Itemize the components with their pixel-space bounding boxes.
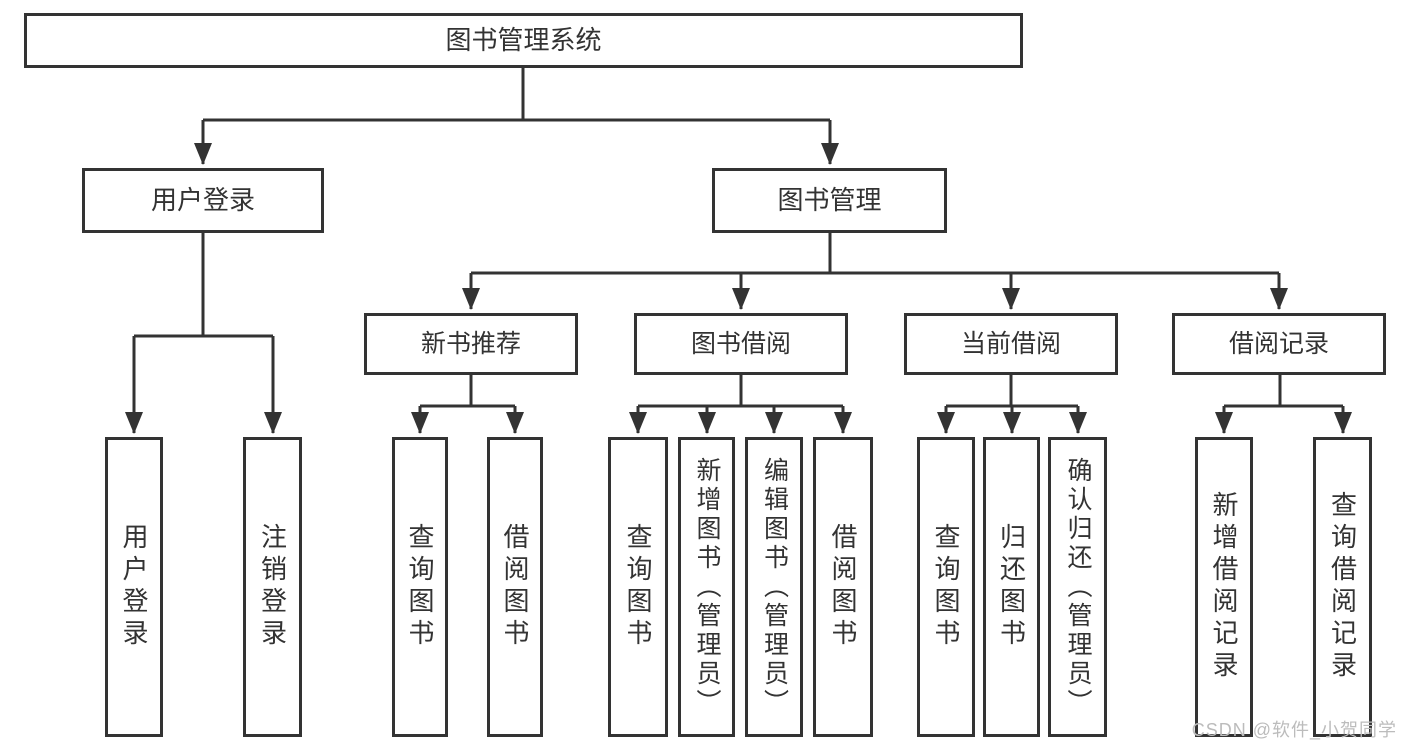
leaf-confirm-return-admin: 确认归还（管理员） (1048, 437, 1107, 737)
leaf-return-books: 归还图书 (983, 437, 1040, 737)
leaf-edit-books-admin: 编辑图书（管理员） (745, 437, 803, 737)
node-book-management: 图书管理 (712, 168, 947, 233)
leaf-query-books-recommend: 查询图书 (392, 437, 448, 737)
node-current-borrowing: 当前借阅 (904, 313, 1118, 375)
leaf-user-login: 用户登录 (105, 437, 163, 737)
leaf-borrow-books-borrowing: 借阅图书 (813, 437, 873, 737)
leaf-logout: 注销登录 (243, 437, 302, 737)
leaf-query-books-current: 查询图书 (917, 437, 975, 737)
csdn-watermark: CSDN @软件_小贺同学 (1191, 720, 1397, 740)
leaf-query-borrow-record: 查询借阅记录 (1313, 437, 1372, 737)
node-root-library-system: 图书管理系统 (24, 13, 1023, 68)
node-user-login: 用户登录 (82, 168, 324, 233)
leaf-borrow-books-recommend: 借阅图书 (487, 437, 543, 737)
leaf-add-books-admin: 新增图书（管理员） (678, 437, 735, 737)
node-book-borrowing: 图书借阅 (634, 313, 848, 375)
node-borrowing-records: 借阅记录 (1172, 313, 1386, 375)
leaf-add-borrow-record: 新增借阅记录 (1195, 437, 1253, 737)
leaf-query-books-borrowing: 查询图书 (608, 437, 668, 737)
node-new-book-recommendation: 新书推荐 (364, 313, 578, 375)
